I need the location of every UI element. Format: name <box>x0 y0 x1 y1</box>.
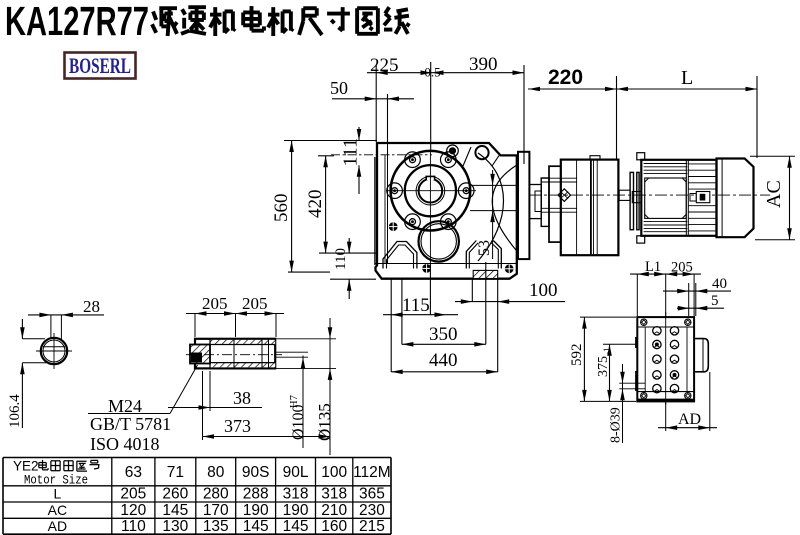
svg-text:AC: AC <box>48 502 67 518</box>
svg-text:210: 210 <box>321 502 347 519</box>
svg-text:280: 280 <box>203 486 229 503</box>
svg-text:160: 160 <box>321 518 347 535</box>
svg-text:40: 40 <box>712 276 727 292</box>
svg-text:318: 318 <box>321 486 347 503</box>
svg-text:420: 420 <box>305 190 326 219</box>
svg-text:AD: AD <box>48 518 67 534</box>
svg-text:38: 38 <box>233 388 251 408</box>
svg-text:225: 225 <box>370 55 399 76</box>
svg-text:GB/T 5781: GB/T 5781 <box>90 414 171 434</box>
svg-text:205: 205 <box>671 260 693 276</box>
svg-text:205: 205 <box>202 294 228 313</box>
svg-text:130: 130 <box>162 518 188 535</box>
svg-text:-0.5: -0.5 <box>420 65 441 80</box>
svg-text:Motor Size: Motor Size <box>24 473 88 488</box>
svg-text:190: 190 <box>243 502 269 519</box>
svg-text:ISO 4018: ISO 4018 <box>90 434 160 454</box>
svg-text:M24: M24 <box>108 396 142 416</box>
svg-text:170: 170 <box>203 502 229 519</box>
svg-text:AC: AC <box>763 180 785 208</box>
svg-text:111: 111 <box>340 138 362 167</box>
svg-text:110: 110 <box>121 518 146 535</box>
svg-text:53: 53 <box>476 240 493 256</box>
svg-text:205: 205 <box>120 486 146 503</box>
svg-text:L1: L1 <box>645 259 661 275</box>
svg-text:112M: 112M <box>353 464 391 481</box>
svg-text:50: 50 <box>330 78 348 98</box>
svg-text:5: 5 <box>711 293 719 309</box>
svg-text:63: 63 <box>125 464 142 481</box>
svg-text:390: 390 <box>469 54 498 75</box>
svg-text:YE2: YE2 <box>13 459 39 474</box>
svg-text:8-Ø39: 8-Ø39 <box>609 407 624 443</box>
svg-text:L: L <box>54 486 62 502</box>
svg-text:-1: -1 <box>602 348 612 356</box>
svg-text:145: 145 <box>243 518 269 535</box>
svg-text:288: 288 <box>243 486 269 503</box>
svg-text:90L: 90L <box>283 464 309 481</box>
svg-text:110: 110 <box>333 248 349 270</box>
svg-text:230: 230 <box>359 502 385 519</box>
svg-text:318: 318 <box>283 486 309 503</box>
svg-text:106.4: 106.4 <box>7 394 23 428</box>
svg-text:592: 592 <box>569 344 585 367</box>
svg-text:Ø100: Ø100 <box>290 404 307 440</box>
svg-text:350: 350 <box>429 324 458 345</box>
svg-text:365: 365 <box>359 486 385 503</box>
svg-text:BOSERL: BOSERL <box>69 53 131 78</box>
svg-text:H7: H7 <box>289 395 300 408</box>
svg-text:375: 375 <box>596 356 611 377</box>
svg-text:80: 80 <box>207 464 225 481</box>
svg-text:373: 373 <box>224 416 251 436</box>
svg-text:Ø135: Ø135 <box>315 403 334 441</box>
svg-text:90S: 90S <box>242 464 270 481</box>
svg-text:560: 560 <box>271 194 292 223</box>
svg-text:28: 28 <box>83 297 100 316</box>
svg-text:440: 440 <box>429 350 458 371</box>
svg-text:260: 260 <box>162 486 188 503</box>
svg-text:190: 190 <box>283 502 309 519</box>
svg-text:100: 100 <box>529 280 558 301</box>
svg-text:145: 145 <box>283 518 309 535</box>
svg-text:120: 120 <box>120 502 146 519</box>
svg-text:AD: AD <box>678 411 701 428</box>
svg-text:100: 100 <box>321 464 347 481</box>
svg-text:145: 145 <box>162 502 188 519</box>
svg-text:215: 215 <box>359 518 385 535</box>
svg-text:71: 71 <box>167 464 184 481</box>
svg-text:220: 220 <box>548 66 583 89</box>
svg-text:115: 115 <box>402 295 430 316</box>
svg-text:L: L <box>681 67 693 89</box>
svg-text:135: 135 <box>203 518 229 535</box>
svg-text:205: 205 <box>242 294 268 313</box>
svg-text:KA127R77: KA127R77 <box>5 0 149 44</box>
